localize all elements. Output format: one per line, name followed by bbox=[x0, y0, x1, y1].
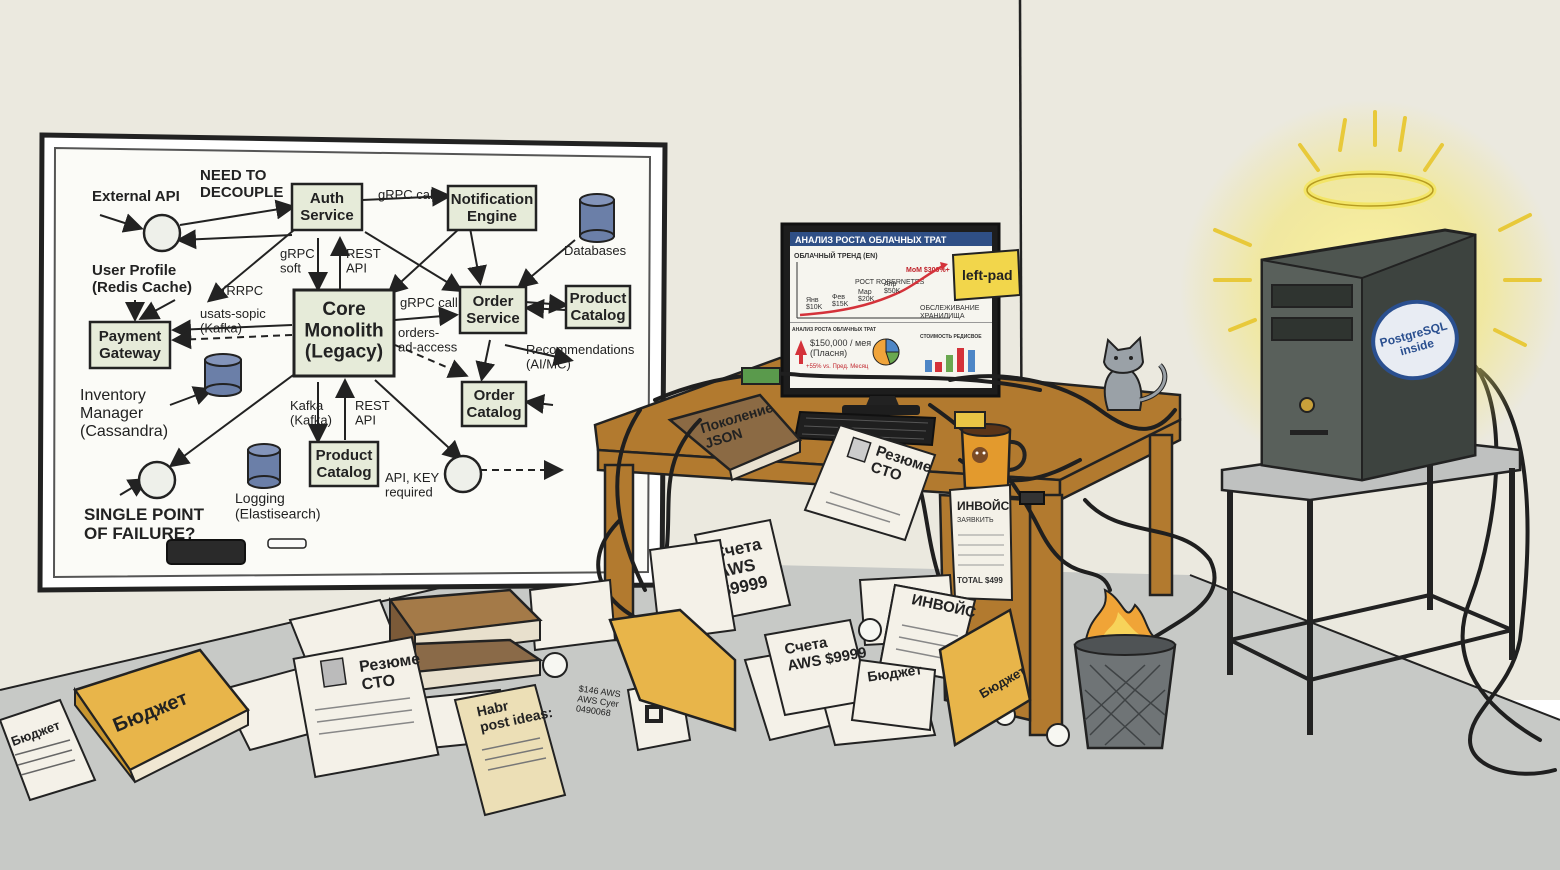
monitor-growth: MoM $300%+ bbox=[906, 267, 950, 274]
server-area: PostgreSQLinside bbox=[1180, 100, 1560, 735]
resume-on-desk: РезюмеCTO bbox=[803, 423, 937, 542]
aws-bill-floor: СчетаAWS $9999 bbox=[763, 618, 872, 717]
whiteboard-eraser[interactable] bbox=[166, 539, 246, 565]
monitor-month-label: Апр$50K bbox=[884, 281, 901, 295]
folder-budget-floor: Бюджет bbox=[73, 648, 250, 784]
whiteboard-marker[interactable] bbox=[267, 538, 307, 549]
invoice-hanging: ИНВОЙС ЗАЯВКИТЬ TOTAL $499 bbox=[948, 483, 1014, 602]
monitor-panel-left-title: АНАЛИЗ РОСТА ОБЛАЧНЫХ ТРАТ bbox=[792, 327, 876, 333]
db-middle-left bbox=[204, 353, 242, 397]
receipt-small-text: $146 AWSAWS Cyer0490068 bbox=[575, 683, 621, 719]
invoice-hanging-total: TOTAL $499 bbox=[957, 576, 1003, 585]
monitor-pie bbox=[872, 338, 900, 366]
label-recommendations: Recommendations(AI/MC) bbox=[526, 342, 635, 372]
keyboard[interactable] bbox=[793, 410, 937, 447]
db-top-right bbox=[579, 193, 615, 243]
sticky-note: left-pad bbox=[951, 248, 1022, 302]
folder-budget-box-right: Бюджет bbox=[938, 608, 1032, 748]
monitor-trend-note: РОСТ ROBERNETES bbox=[855, 279, 925, 286]
monitor-title: АНАЛИЗ РОСТА ОБЛАЧНЫХ ТРАТ bbox=[795, 235, 947, 245]
label-orders-ad-access: orders-ad-access bbox=[398, 325, 458, 355]
cat bbox=[1102, 335, 1168, 411]
monitor-line-chart: Янв$10K Фев$15K Мар$20K Апр$50K bbox=[796, 262, 950, 319]
habr-note: Habrpost ideas: bbox=[453, 683, 567, 817]
invoice-hanging-title: ИНВОЙС bbox=[957, 498, 1010, 513]
baseline bbox=[1189, 574, 1560, 721]
postgresql-sticker: PostgreSQLinside bbox=[1371, 299, 1459, 381]
label-rrpc: (RRPC bbox=[222, 283, 263, 298]
trash-can-fire bbox=[1073, 588, 1177, 750]
label-usats-sopic: usats-sopic(Kafka) bbox=[200, 306, 266, 336]
folder-budget-right: Бюджет bbox=[850, 658, 937, 732]
monitor-cost-value: $150,000 / мея(Плаcня) bbox=[810, 338, 871, 358]
invoice-hanging-sub: ЗАЯВКИТЬ bbox=[957, 517, 994, 524]
monitor-month-label: Фев$15K bbox=[832, 294, 849, 308]
monitor-month-label: Мар$20K bbox=[858, 289, 875, 303]
label-user-profile: User Profile(Redis Cache) bbox=[92, 262, 192, 296]
folder-budget-box-left bbox=[608, 608, 737, 732]
resume-on-floor: РезюмеCTO bbox=[292, 636, 440, 779]
label-logging: Logging(Elastisearch) bbox=[235, 490, 321, 522]
folder-budget-right-label: Бюджет bbox=[866, 661, 923, 685]
yellow-stickies bbox=[954, 411, 986, 429]
cables bbox=[596, 358, 1557, 776]
monitor: АНАЛИЗ РОСТА ОБЛАЧНЫХ ТРАТ ОБЛАЧНЫЙ ТРЕН… bbox=[780, 222, 1001, 415]
green-box bbox=[741, 367, 781, 385]
label-grpc-call-top: gRPC call bbox=[378, 187, 436, 202]
monitor-month-label: Янв$10K bbox=[806, 297, 823, 311]
usb-drive bbox=[1019, 491, 1045, 505]
label-grpc-call-mid: gRPC call bbox=[400, 295, 458, 310]
label-databases: Databases bbox=[564, 243, 627, 258]
monitor-cost-delta: +55% vs. Пред. Месяц bbox=[806, 364, 869, 370]
label-kafka: Kafka(Kafka) bbox=[290, 398, 332, 428]
monitor-subtitle: ОБЛАЧНЫЙ ТРЕНД (EN) bbox=[794, 251, 878, 260]
sticky-note-text: left-pad bbox=[962, 267, 1013, 283]
monitor-bar-chart bbox=[925, 348, 975, 372]
db-bottom bbox=[247, 443, 281, 489]
book-on-desk: ПоколениеJSON bbox=[667, 393, 803, 482]
label-external-api: External API bbox=[92, 188, 180, 205]
monitor-panel-right-title: СТОИМОСТЬ РЕДИСВОЕ bbox=[920, 334, 982, 340]
monitor-up-arrow bbox=[795, 340, 807, 364]
